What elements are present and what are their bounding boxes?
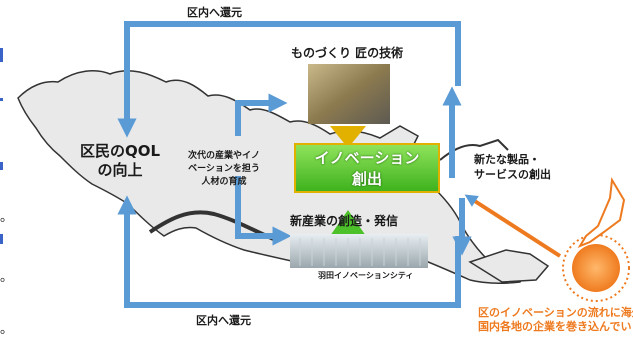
overseas-label-line1: 区のイノベーションの流れに海外や — [478, 306, 633, 319]
innovation-box: イノベーション 創出 — [294, 143, 440, 193]
side-mark — [0, 98, 3, 101]
qol-label-line1: 区民のQOL — [80, 142, 161, 160]
haneda-photo — [290, 234, 428, 268]
qol-label-line2: の向上 — [97, 161, 143, 179]
innovation-label-line2: 創出 — [351, 170, 382, 188]
side-punctuation: 。 — [0, 322, 14, 337]
japan-map-icon — [577, 176, 626, 249]
talent-label-line1: 次代の産業やイノ — [188, 151, 261, 161]
side-mark — [0, 162, 3, 170]
haneda-label: 羽田イノベーションシティ — [318, 271, 414, 280]
new-industry-label: 新産業の創造・発信 — [290, 214, 399, 228]
side-mark — [0, 48, 3, 62]
orange-arrow — [464, 194, 562, 258]
products-label: 新たな製品・ サービスの創出 — [474, 152, 551, 182]
top-return-label: 区内へ還元 — [187, 6, 242, 19]
qol-label: 区民のQOL の向上 — [80, 142, 160, 180]
map-island — [468, 249, 550, 283]
cycle-arrows — [117, 21, 472, 308]
craft-label: ものづくり 匠の技術 — [291, 46, 404, 60]
globe-icon — [572, 244, 620, 292]
products-label-line2: サービスの創出 — [474, 168, 551, 181]
overseas-label-line2: 国内各地の企業を巻き込んでいく — [478, 320, 633, 333]
map-river — [148, 210, 277, 242]
arrow-top-return — [117, 21, 461, 138]
arrow-to-industry — [235, 176, 292, 246]
industry-funnel — [330, 210, 366, 236]
arrow-bottom-return — [117, 195, 461, 308]
map-coast — [439, 138, 509, 161]
craft-funnel — [330, 126, 366, 148]
side-punctuation: 。 — [0, 270, 14, 285]
side-punctuation: 。 — [0, 210, 14, 225]
craft-photo — [308, 64, 390, 124]
products-label-line1: 新たな製品・ — [474, 153, 540, 166]
overseas-label: 区のイノベーションの流れに海外や 国内各地の企業を巻き込んでいく — [478, 306, 633, 334]
arrow-to-craft — [235, 93, 288, 136]
haneda-photo-lines — [299, 238, 421, 266]
bottom-return-label: 区内へ還元 — [196, 314, 251, 327]
innovation-label-line1: イノベーション — [314, 149, 420, 167]
talent-label-line2: ベーションを担う — [188, 164, 260, 174]
side-mark — [0, 234, 3, 244]
talent-label: 次代の産業やイノ ベーションを担う 人材の育成 — [188, 150, 260, 189]
talent-label-line3: 人材の育成 — [201, 177, 247, 187]
